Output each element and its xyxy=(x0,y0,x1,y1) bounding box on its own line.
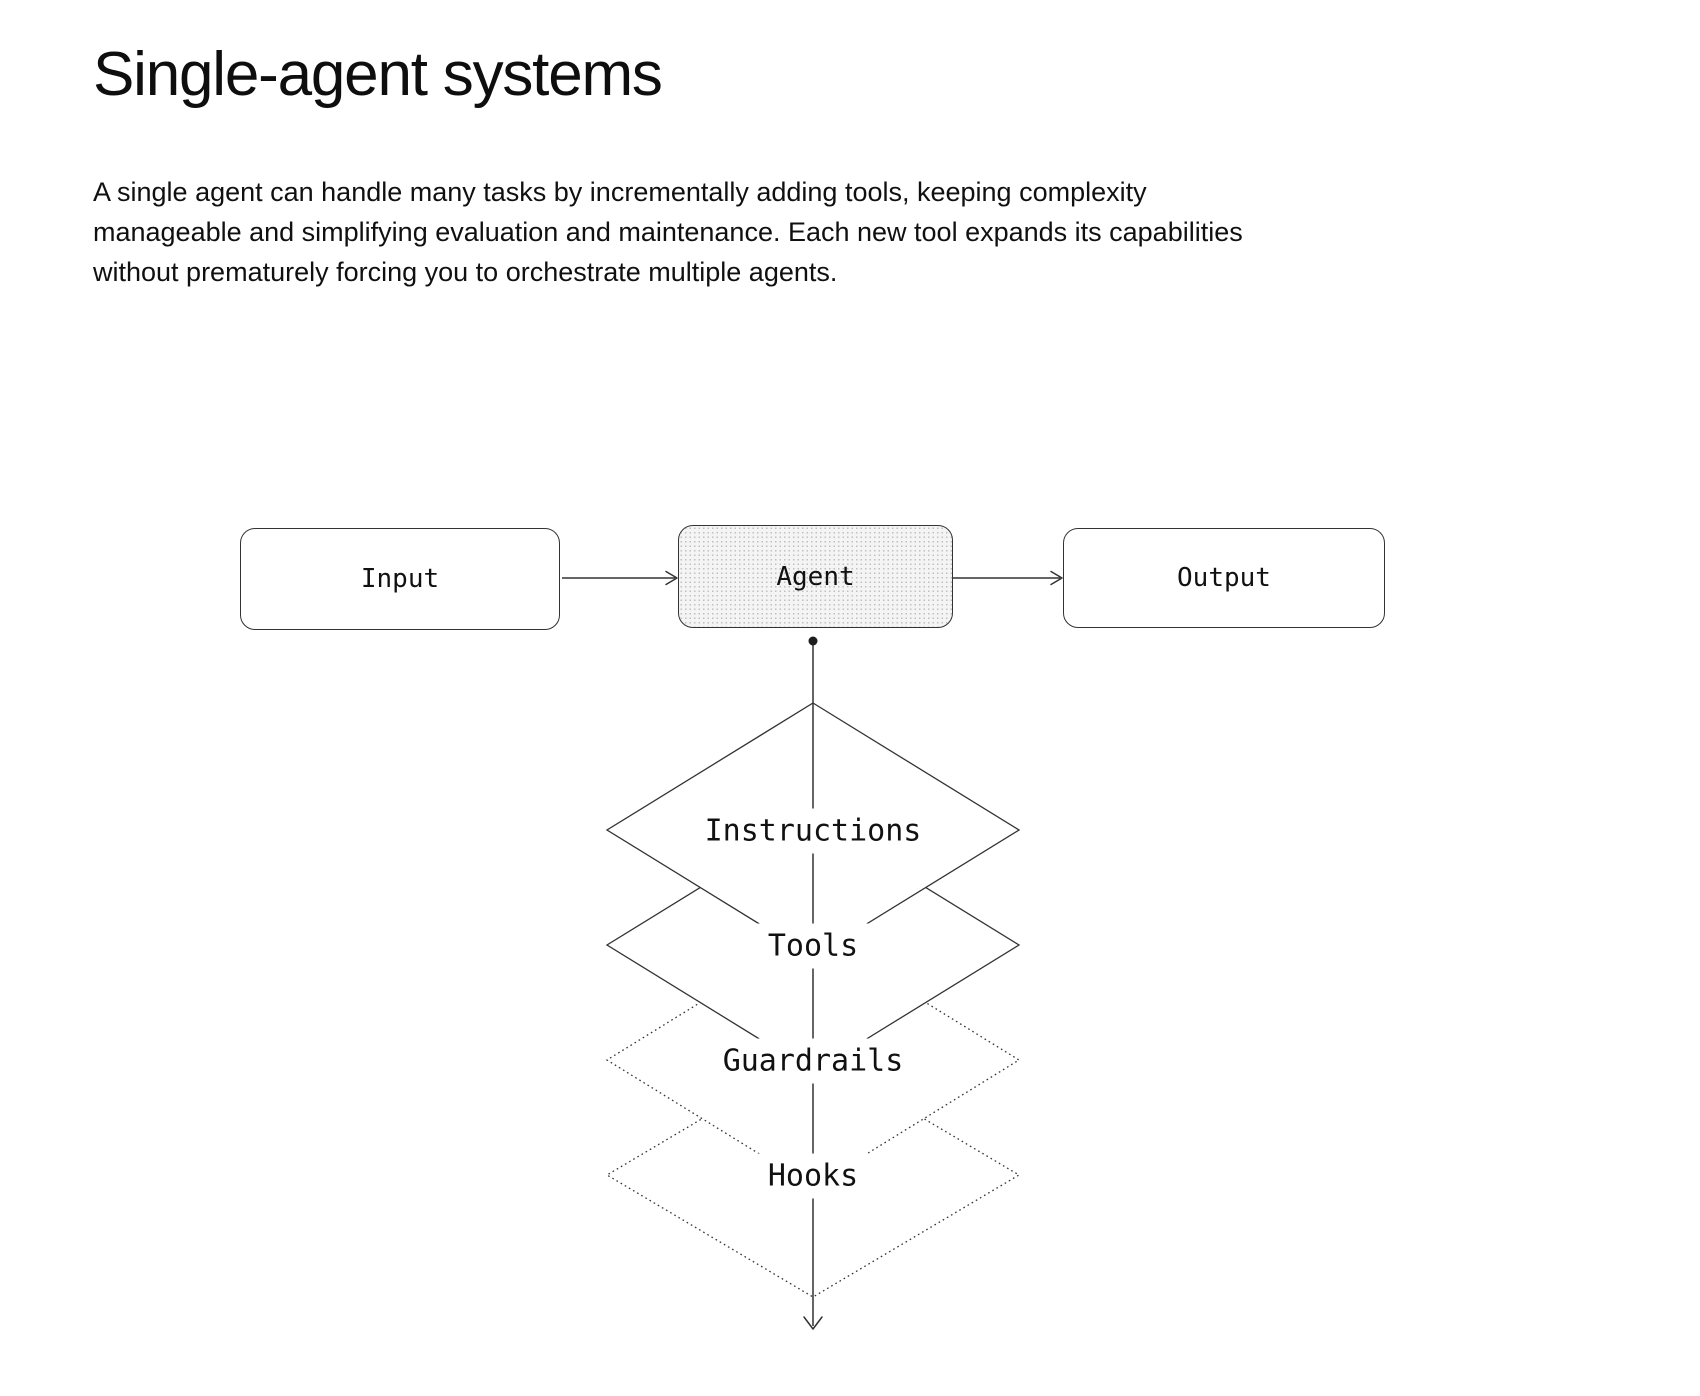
output-node: Output xyxy=(1063,528,1385,628)
intro-paragraph: A single agent can handle many tasks by … xyxy=(93,172,1513,292)
page-title: Single-agent systems xyxy=(93,40,663,109)
guardrails-label: Guardrails xyxy=(710,1038,916,1084)
agent-node: Agent xyxy=(678,525,953,628)
line-start-dot xyxy=(808,636,818,646)
down-arrowhead-icon xyxy=(803,1316,823,1330)
right-arrowhead-icon xyxy=(1050,570,1063,586)
tools-label: Tools xyxy=(755,923,871,969)
input-node-label: Input xyxy=(360,564,440,594)
right-arrowhead-icon xyxy=(665,570,678,586)
paragraph-line: without prematurely forcing you to orche… xyxy=(93,257,838,287)
paragraph-line: A single agent can handle many tasks by … xyxy=(93,177,1147,207)
agent-node-label: Agent xyxy=(776,561,855,592)
instructions-label: Instructions xyxy=(692,808,934,854)
input-node: Input xyxy=(240,528,560,630)
hooks-label: Hooks xyxy=(755,1153,871,1199)
output-node-label: Output xyxy=(1177,563,1271,593)
paragraph-line: manageable and simplifying evaluation an… xyxy=(93,217,1243,247)
